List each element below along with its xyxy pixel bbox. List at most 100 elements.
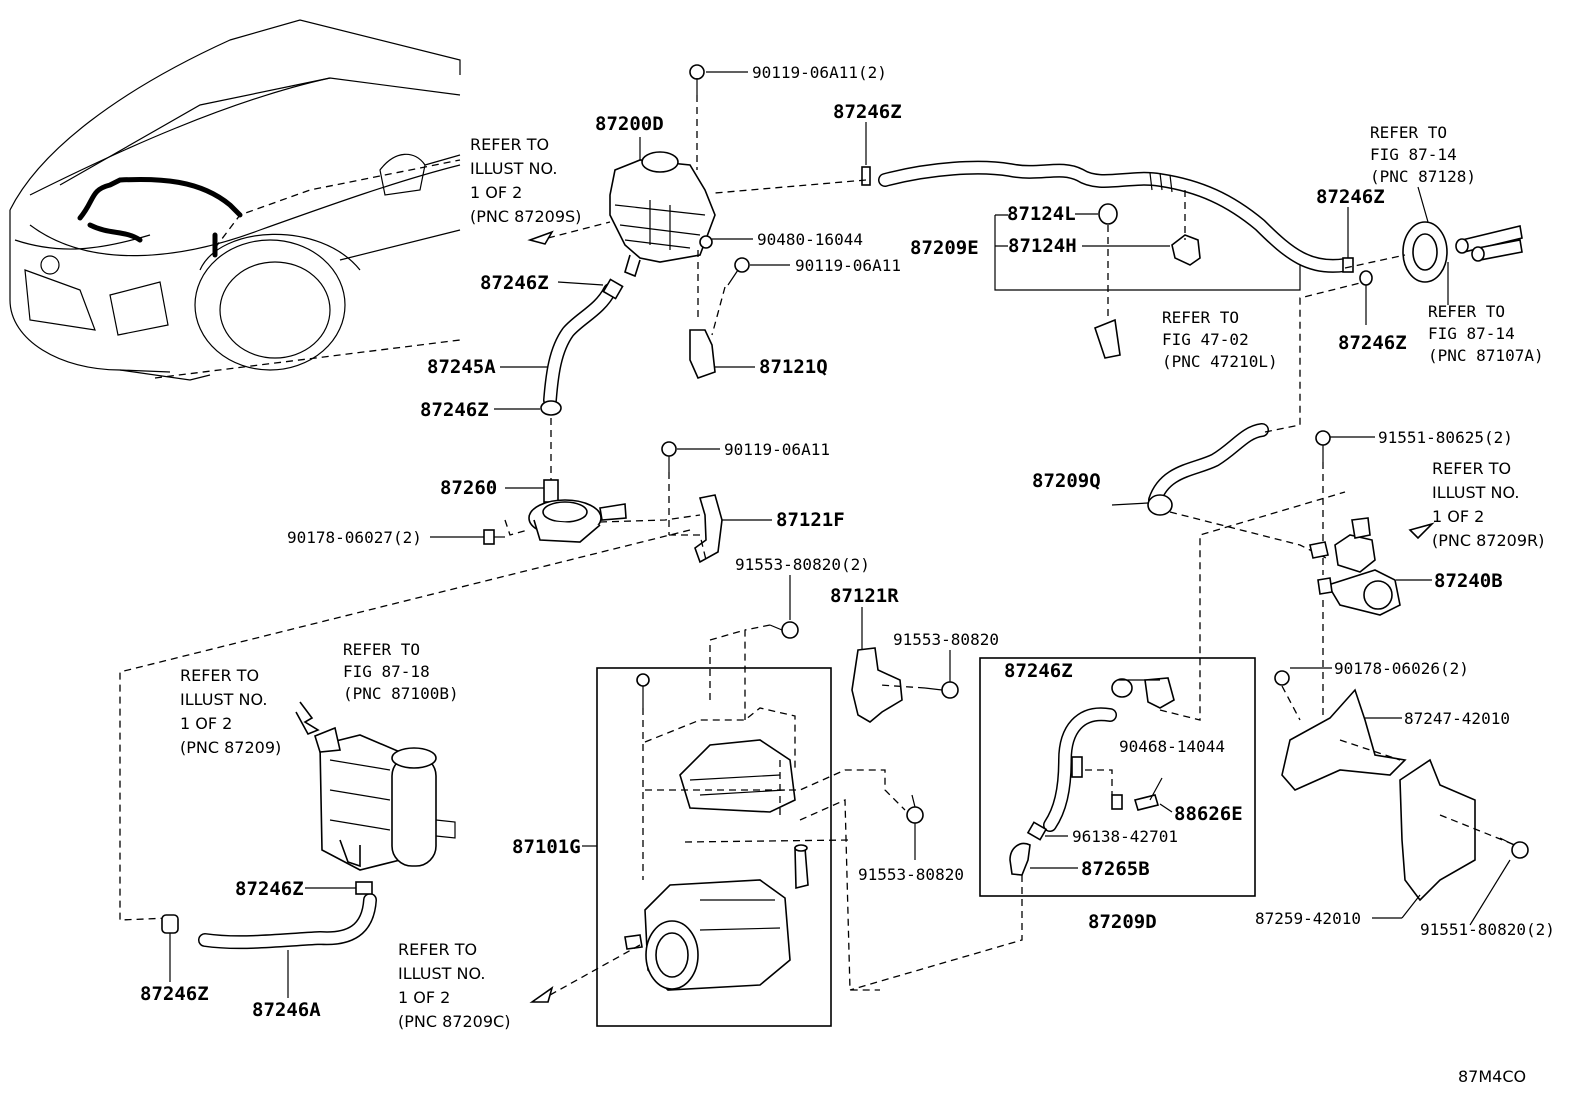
- part-labels: 87200D 90119-06A11(2) 87246Z 90480-16044…: [140, 63, 1555, 1021]
- label-87121R[interactable]: 87121R: [830, 585, 899, 607]
- svg-text:REFER TO: REFER TO: [1432, 459, 1511, 478]
- ref-note-87209s[interactable]: REFER TO ILLUST NO. 1 OF 2 (PNC 87209S): [470, 135, 581, 226]
- label-87246Z-right1[interactable]: 87246Z: [1316, 186, 1385, 208]
- clamp-icon: [540, 400, 562, 416]
- label-90119-06A11-b[interactable]: 90119-06A11: [724, 440, 830, 459]
- label-87209D[interactable]: 87209D: [1088, 911, 1157, 933]
- label-96138-42701[interactable]: 96138-42701: [1072, 827, 1178, 846]
- label-87245A[interactable]: 87245A: [427, 356, 496, 378]
- arrow-icon: [1408, 522, 1435, 540]
- svg-text:REFER TO: REFER TO: [398, 940, 477, 959]
- label-90178-06026-2[interactable]: 90178-06026(2): [1334, 659, 1469, 678]
- svg-text:(PNC 87209S): (PNC 87209S): [470, 207, 581, 226]
- label-87246Z-top[interactable]: 87246Z: [833, 101, 902, 123]
- svg-text:FIG 87-18: FIG 87-18: [343, 662, 430, 681]
- label-87209E[interactable]: 87209E: [910, 237, 979, 259]
- bolt-icon: [924, 681, 959, 699]
- label-87246Z-right2[interactable]: 87246Z: [1338, 332, 1407, 354]
- hose-87209q: [1147, 423, 1269, 516]
- label-87246A[interactable]: 87246A: [252, 999, 321, 1021]
- bolt-icon: [483, 529, 505, 545]
- label-90468-14044[interactable]: 90468-14044: [1119, 737, 1225, 756]
- bolt-icon: [661, 441, 677, 472]
- pipes-87107a: [1455, 225, 1523, 262]
- bolt-icon: [689, 64, 705, 95]
- label-87246Z-left[interactable]: 87246Z: [480, 272, 549, 294]
- bolt-icon: [1315, 430, 1331, 462]
- svg-text:REFER TO: REFER TO: [1162, 308, 1239, 327]
- bolt-icon: [1499, 837, 1529, 859]
- label-91553-80820-a[interactable]: 91553-80820: [893, 630, 999, 649]
- svg-text:FIG 87-14: FIG 87-14: [1370, 145, 1457, 164]
- label-87124H[interactable]: 87124H: [1008, 235, 1077, 257]
- label-91553-80820-b[interactable]: 91553-80820: [858, 865, 964, 884]
- vehicle-outline: [9, 19, 461, 381]
- clamp-icon: [861, 166, 871, 186]
- label-91551-80625-2[interactable]: 91551-80625(2): [1378, 428, 1513, 447]
- svg-text:FIG 47-02: FIG 47-02: [1162, 330, 1249, 349]
- label-87265B[interactable]: 87265B: [1081, 858, 1150, 880]
- bolt-icon: [769, 621, 799, 639]
- bracket-87121r: [851, 647, 903, 723]
- label-87246Z-mid[interactable]: 87246Z: [420, 399, 489, 421]
- inverter-87101g: [624, 739, 809, 991]
- label-87240B[interactable]: 87240B: [1434, 570, 1503, 592]
- svg-text:1 OF 2: 1 OF 2: [1432, 507, 1484, 526]
- ref-note-87209c[interactable]: REFER TO ILLUST NO. 1 OF 2 (PNC 87209C): [398, 940, 510, 1031]
- arrow-icon: [529, 986, 554, 1003]
- svg-text:ILLUST NO.: ILLUST NO.: [470, 159, 557, 178]
- heater-unit-87100b: [314, 726, 456, 871]
- valve-87240b: [1309, 517, 1401, 616]
- label-87246Z-bottom[interactable]: 87246Z: [140, 983, 209, 1005]
- label-90178-06027-2[interactable]: 90178-06027(2): [287, 528, 422, 547]
- label-87209Q[interactable]: 87209Q: [1032, 470, 1101, 492]
- label-90480-16044[interactable]: 90480-16044: [757, 230, 863, 249]
- ref-note-87209r[interactable]: REFER TO ILLUST NO. 1 OF 2 (PNC 87209R): [1432, 459, 1544, 550]
- ref-note-87100b[interactable]: REFER TO FIG 87-18 (PNC 87100B): [343, 640, 459, 703]
- svg-text:ILLUST NO.: ILLUST NO.: [398, 964, 485, 983]
- label-91553-80820-2[interactable]: 91553-80820(2): [735, 555, 870, 574]
- label-90119-06A11-2[interactable]: 90119-06A11(2): [752, 63, 887, 82]
- clamp-icon: [602, 278, 624, 300]
- label-87247-42010[interactable]: 87247-42010: [1404, 709, 1510, 728]
- svg-text:(PNC 87128): (PNC 87128): [1370, 167, 1476, 186]
- svg-text:(PNC 47210L): (PNC 47210L): [1162, 352, 1278, 371]
- svg-text:(PNC 87107A): (PNC 87107A): [1428, 346, 1544, 365]
- label-87101G[interactable]: 87101G: [512, 836, 581, 858]
- svg-text:1 OF 2: 1 OF 2: [180, 714, 232, 733]
- nut-icon: [699, 235, 713, 249]
- ref-note-87209[interactable]: REFER TO ILLUST NO. 1 OF 2 (PNC 87209): [180, 666, 281, 757]
- bracket-87247: [1281, 688, 1407, 791]
- label-87246Z-box[interactable]: 87246Z: [1004, 660, 1073, 682]
- label-87246Z-lower[interactable]: 87246Z: [235, 878, 304, 900]
- ref-note-47210l[interactable]: REFER TO FIG 47-02 (PNC 47210L): [1162, 308, 1278, 371]
- label-90119-06A11-a[interactable]: 90119-06A11: [795, 256, 901, 275]
- label-91551-80820-2[interactable]: 91551-80820(2): [1420, 920, 1555, 939]
- coolant-hose-87209e: [878, 160, 1352, 273]
- svg-text:REFER TO: REFER TO: [1370, 123, 1447, 142]
- label-87121Q[interactable]: 87121Q: [759, 356, 828, 378]
- label-87260[interactable]: 87260: [440, 477, 497, 499]
- svg-text:(PNC 87209R): (PNC 87209R): [1432, 531, 1544, 550]
- clamp-icon: [1342, 257, 1354, 273]
- label-87200D[interactable]: 87200D: [595, 113, 664, 135]
- bracket-47210l: [1094, 318, 1121, 359]
- ref-note-87128[interactable]: REFER TO FIG 87-14 (PNC 87128): [1370, 123, 1476, 186]
- bolt-icon: [636, 673, 650, 708]
- svg-text:REFER TO: REFER TO: [343, 640, 420, 659]
- ref-note-87107a[interactable]: REFER TO FIG 87-14 (PNC 87107A): [1428, 302, 1544, 365]
- hose-87245a: [543, 283, 617, 407]
- svg-text:REFER TO: REFER TO: [470, 135, 549, 154]
- box-87101g: [596, 667, 832, 1027]
- svg-text:ILLUST NO.: ILLUST NO.: [1432, 483, 1519, 502]
- hose-87246a: [198, 893, 377, 950]
- label-87121F[interactable]: 87121F: [776, 509, 845, 531]
- hose-87209d-parts: [1009, 677, 1175, 876]
- label-87124L[interactable]: 87124L: [1007, 203, 1076, 225]
- label-88626E[interactable]: 88626E: [1174, 803, 1243, 825]
- clamp-icon: [161, 914, 179, 934]
- svg-text:FIG 87-14: FIG 87-14: [1428, 324, 1515, 343]
- label-87259-42010[interactable]: 87259-42010: [1255, 909, 1361, 928]
- clip-87124h: [1171, 234, 1201, 266]
